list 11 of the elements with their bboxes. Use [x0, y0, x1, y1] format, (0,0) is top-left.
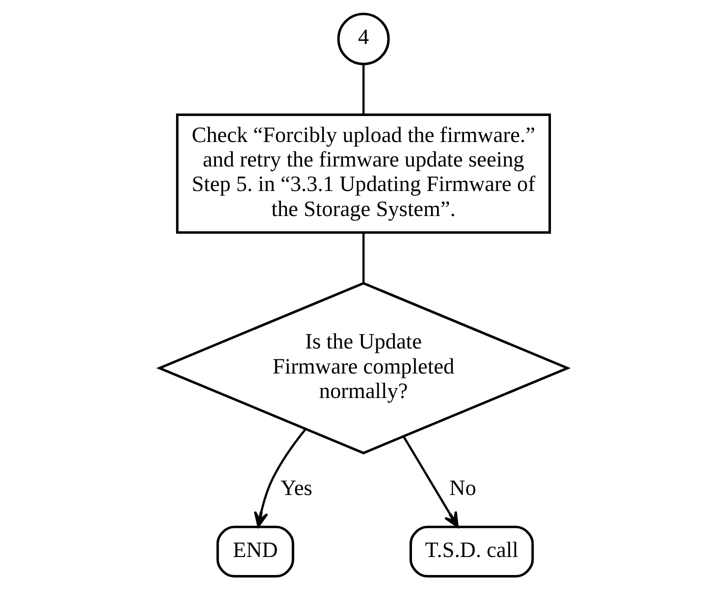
node-circle: 4	[336, 12, 390, 66]
edge-label: No	[448, 475, 476, 500]
connector	[362, 64, 364, 114]
connector	[362, 232, 364, 284]
arrow	[253, 428, 306, 528]
node-box: END	[216, 526, 294, 578]
node-box: Check “Forcibly upload the firmware.” and retry the firmware update seeing Step 5. in “3.3.1 Updating Firmware of the Storage System”.	[176, 114, 550, 234]
node-diamond: Is the Update Firmware completed normally?	[156, 282, 570, 454]
node-box: T.S.D. call	[409, 526, 534, 578]
edge-label: Yes	[280, 475, 312, 500]
arrow	[402, 436, 458, 528]
